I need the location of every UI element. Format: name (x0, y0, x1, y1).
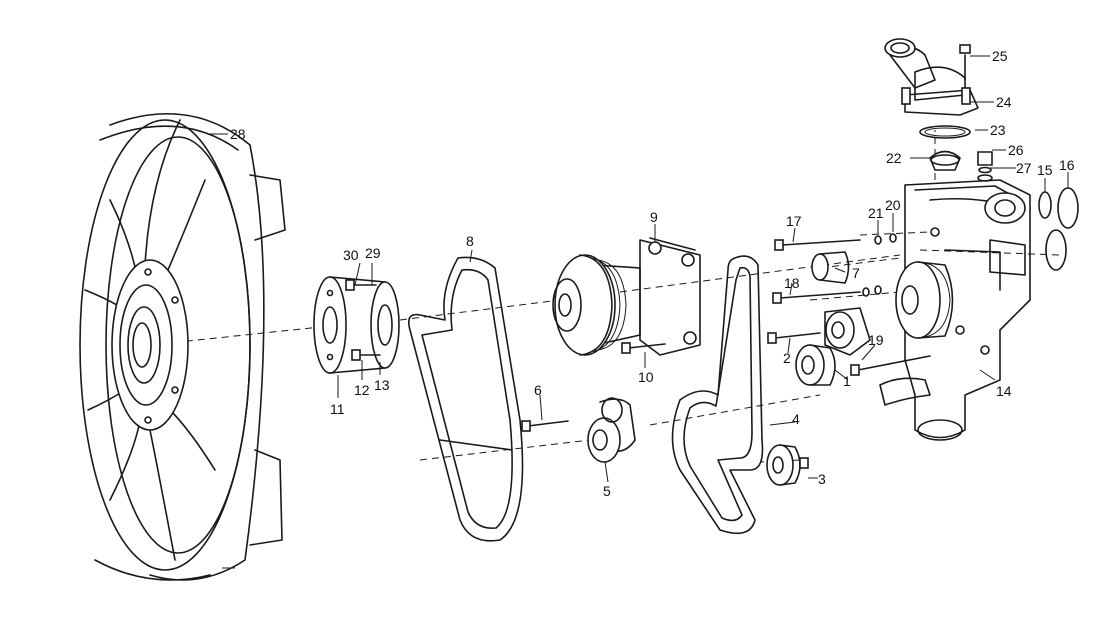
fan-part-28 (79, 112, 286, 581)
thermostat-housing-part-24 (884, 38, 979, 116)
callout-17: 17 (786, 213, 802, 229)
callout-16: 16 (1059, 157, 1075, 173)
callout-13: 13 (374, 377, 390, 393)
callout-3: 3 (818, 471, 826, 487)
callout-7: 7 (852, 265, 860, 281)
callout-20: 20 (885, 197, 901, 213)
fan-hub-spacer (313, 276, 400, 374)
callout-1: 1 (843, 373, 851, 389)
callout-11: 11 (330, 401, 345, 417)
water-pump-body-part-14 (879, 179, 1031, 441)
callout-30: 30 (343, 247, 359, 263)
callout-25: 25 (992, 48, 1008, 64)
callout-4: 4 (792, 411, 800, 427)
callout-27: 27 (1016, 160, 1032, 176)
callout-26: 26 (1008, 142, 1024, 158)
callout-21: 21 (868, 205, 884, 221)
callout-12: 12 (354, 382, 370, 398)
leader-lines (210, 55, 1069, 569)
tensioner-assembly-part-1 (795, 307, 871, 386)
callout-22: 22 (886, 150, 902, 166)
small-parts-group (862, 150, 993, 297)
callout-19: 19 (868, 332, 884, 348)
callout-2: 2 (783, 350, 791, 366)
idler-sleeve-part-7 (811, 251, 850, 284)
callout-9: 9 (650, 209, 658, 225)
o-rings-group (1038, 187, 1079, 271)
bolts-group (521, 44, 971, 432)
drive-belt-part-8 (407, 256, 524, 542)
callout-8: 8 (466, 233, 474, 249)
callout-10: 10 (638, 369, 654, 385)
tensioner-pulley-part-5 (587, 397, 636, 463)
pulley-housing-part-9 (552, 237, 701, 356)
callout-6: 6 (534, 382, 542, 398)
callout-24: 24 (996, 94, 1012, 110)
callout-5: 5 (603, 483, 611, 499)
callout-18: 18 (784, 275, 800, 291)
callout-labels: 1 2 3 4 5 6 7 8 9 10 11 12 13 14 15 16 1… (230, 48, 1075, 499)
callout-14: 14 (996, 383, 1012, 399)
callout-15: 15 (1037, 162, 1053, 178)
idler-pulley-part-3 (766, 444, 809, 486)
gasket-ring-part-23 (919, 125, 971, 139)
callout-23: 23 (990, 122, 1006, 138)
callout-28: 28 (230, 126, 246, 142)
callout-29: 29 (365, 245, 381, 261)
drive-belt-part-4 (671, 255, 764, 535)
